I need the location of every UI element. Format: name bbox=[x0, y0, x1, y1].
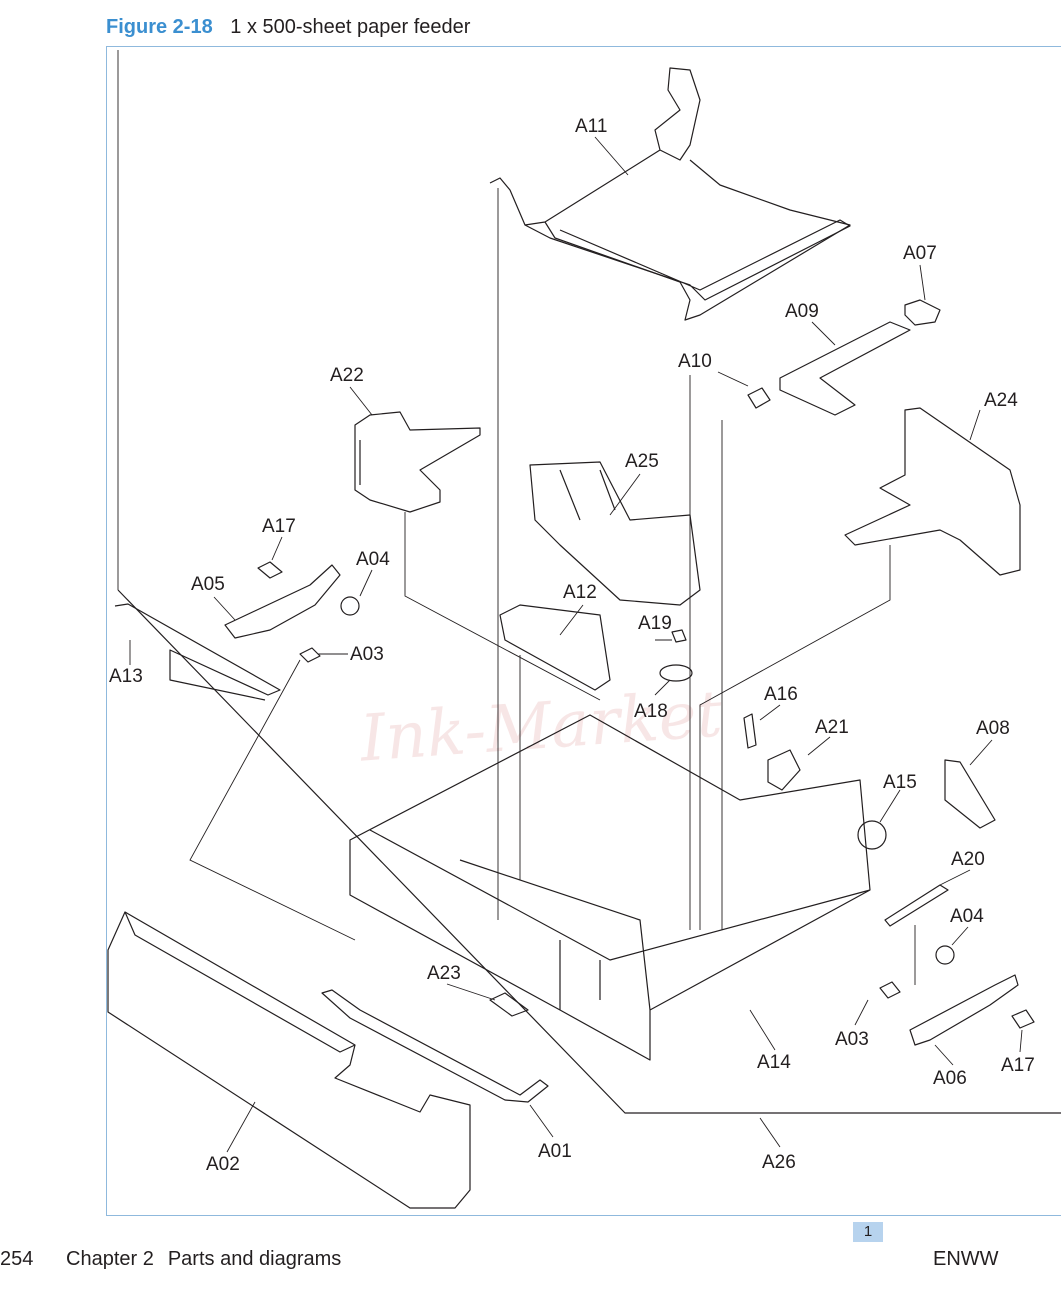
part-a24-guide bbox=[844, 407, 1021, 576]
callout-a04-right: A04 bbox=[950, 906, 984, 927]
callout-a08: A08 bbox=[976, 718, 1010, 739]
callout-a02: A02 bbox=[206, 1154, 240, 1175]
part-a04-bushing-left bbox=[340, 596, 360, 616]
callout-a13: A13 bbox=[109, 666, 143, 687]
callout-a17-left: A17 bbox=[262, 516, 296, 537]
part-a03-clip-right bbox=[879, 981, 901, 999]
callout-a14: A14 bbox=[757, 1052, 791, 1073]
callout-a24: A24 bbox=[984, 390, 1018, 411]
figure-number: Figure 2-18 bbox=[106, 16, 213, 38]
callout-a15: A15 bbox=[883, 772, 917, 793]
callout-a17-right: A17 bbox=[1001, 1055, 1035, 1076]
part-a05-lever bbox=[224, 564, 341, 639]
part-a23-clip bbox=[489, 992, 529, 1017]
part-a08-gear bbox=[944, 759, 996, 829]
part-a01-rod bbox=[321, 989, 549, 1103]
part-a26-frame bbox=[117, 589, 1061, 1114]
part-a21-arm bbox=[767, 749, 801, 791]
figure-caption: Figure 2-18 1 x 500-sheet paper feeder bbox=[106, 16, 470, 39]
callout-a20: A20 bbox=[951, 849, 985, 870]
callout-a18: A18 bbox=[634, 701, 668, 722]
part-a13-strip bbox=[114, 603, 281, 701]
chapter-number: Chapter 2 bbox=[66, 1248, 154, 1270]
callout-a21: A21 bbox=[815, 717, 849, 738]
callout-a03-right: A03 bbox=[835, 1029, 869, 1050]
part-a17-screw-left bbox=[257, 561, 283, 579]
callout-a16: A16 bbox=[764, 684, 798, 705]
callout-a05: A05 bbox=[191, 574, 225, 595]
part-a20-bar bbox=[884, 884, 949, 927]
page-number: 254 bbox=[0, 1248, 34, 1270]
part-a10-pin bbox=[747, 387, 771, 409]
figure-title: 1 x 500-sheet paper feeder bbox=[230, 16, 471, 38]
part-drawings bbox=[107, 67, 1061, 1209]
part-a03-clip-left bbox=[299, 647, 321, 663]
part-a02-handle bbox=[124, 911, 356, 1053]
callout-a07: A07 bbox=[903, 243, 937, 264]
part-a04-bushing-right bbox=[935, 945, 955, 965]
part-a25-guide bbox=[529, 461, 701, 606]
callout-a22: A22 bbox=[330, 365, 364, 386]
part-a09-sheet bbox=[779, 321, 911, 416]
callout-a06: A06 bbox=[933, 1068, 967, 1089]
part-a12-plate bbox=[499, 604, 611, 691]
leader-lines bbox=[117, 50, 1023, 1153]
part-a22-guide bbox=[354, 411, 481, 513]
callout-a26: A26 bbox=[762, 1152, 796, 1173]
part-a11-plate bbox=[524, 219, 851, 301]
chapter-label: Chapter 2 Parts and diagrams bbox=[66, 1248, 341, 1271]
chapter-title: Parts and diagrams bbox=[167, 1248, 342, 1270]
part-a11-bracket bbox=[489, 67, 851, 321]
callout-a25: A25 bbox=[625, 451, 659, 472]
callout-a01: A01 bbox=[538, 1141, 572, 1162]
part-a14-tray bbox=[349, 714, 871, 1061]
part-a06-lever bbox=[909, 974, 1019, 1046]
callout-a04-left: A04 bbox=[356, 549, 390, 570]
part-a17-screw-right bbox=[1011, 1009, 1035, 1029]
footer-right-label: ENWW bbox=[933, 1248, 999, 1270]
callout-a19: A19 bbox=[638, 613, 672, 634]
callout-a12: A12 bbox=[563, 582, 597, 603]
callout-a10: A10 bbox=[678, 351, 712, 372]
callout-a23: A23 bbox=[427, 963, 461, 984]
callout-a09: A09 bbox=[785, 301, 819, 322]
part-a15-gear bbox=[857, 820, 887, 850]
part-a02-cover bbox=[107, 911, 471, 1209]
part-a16-pin bbox=[743, 713, 757, 749]
callout-a03-left: A03 bbox=[350, 644, 384, 665]
part-a07-clip bbox=[904, 299, 941, 326]
figure-index-badge: 1 bbox=[853, 1222, 883, 1242]
part-a18-gear bbox=[659, 664, 693, 682]
diagram-frame bbox=[106, 46, 1061, 1216]
callout-a11: A11 bbox=[575, 116, 607, 137]
part-a19-screw bbox=[671, 629, 687, 643]
